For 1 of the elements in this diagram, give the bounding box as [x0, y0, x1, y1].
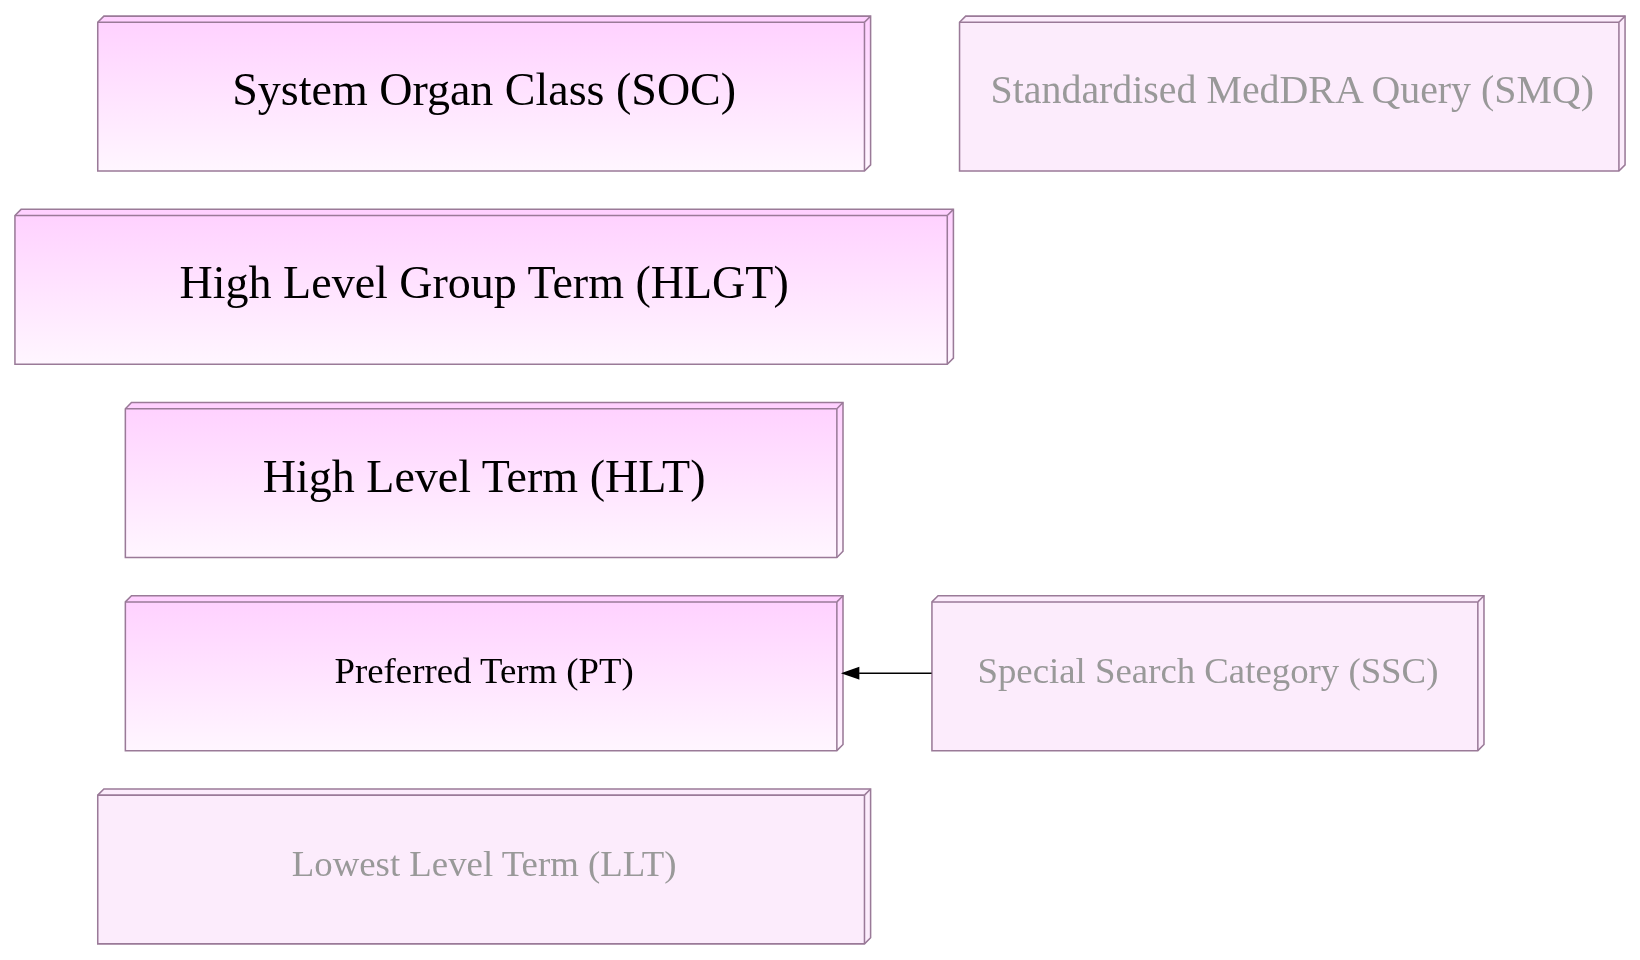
arrow — [840, 666, 933, 680]
